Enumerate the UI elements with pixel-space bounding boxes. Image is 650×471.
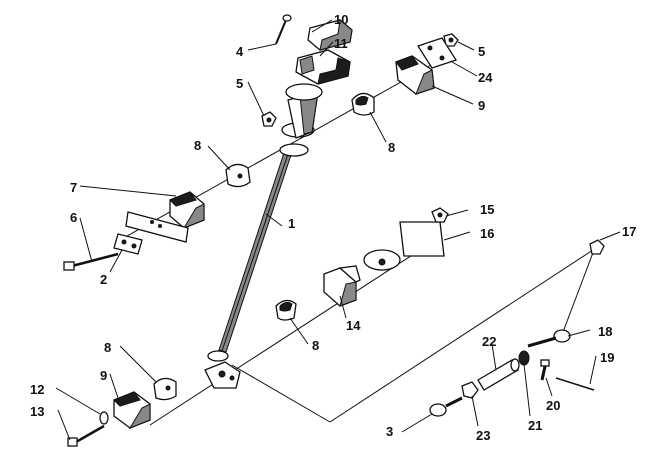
label-12: 12 xyxy=(30,382,44,397)
clamp-9-lower xyxy=(113,391,151,430)
clamp-9-upper xyxy=(395,55,435,95)
label-21: 21 xyxy=(528,418,542,433)
label-6: 6 xyxy=(70,210,77,225)
label-1: 1 xyxy=(288,216,295,231)
label-9-upper: 9 xyxy=(478,98,485,113)
label-8-lower-mid: 8 xyxy=(312,338,319,353)
label-22: 22 xyxy=(482,334,496,349)
label-18: 18 xyxy=(598,324,612,339)
leader-lines xyxy=(55,19,621,441)
adjuster-sleeve-22 xyxy=(477,358,520,391)
clamp-7 xyxy=(169,191,205,230)
label-9-lower: 9 xyxy=(100,368,107,383)
bolt-4 xyxy=(275,14,292,45)
callout-labels: 1 2 3 4 5 5 6 7 8 8 8 8 9 9 10 11 12 13 … xyxy=(30,12,636,443)
label-20: 20 xyxy=(546,398,560,413)
steering-post-shaft xyxy=(204,83,323,389)
label-15: 15 xyxy=(480,202,494,217)
nut-21 xyxy=(518,350,530,366)
label-19: 19 xyxy=(600,350,614,365)
label-17: 17 xyxy=(622,224,636,239)
label-8-lower-left: 8 xyxy=(104,340,111,355)
label-24: 24 xyxy=(478,70,493,85)
label-4: 4 xyxy=(236,44,244,59)
clamp-14 xyxy=(323,265,361,307)
plate-16 xyxy=(399,221,445,257)
label-8-upper-left: 8 xyxy=(194,138,201,153)
label-14: 14 xyxy=(346,318,361,333)
plate-24 xyxy=(417,37,457,69)
nut-23 xyxy=(461,381,479,399)
bushing-8-lower-left xyxy=(153,377,177,401)
rod-end-18 xyxy=(527,329,571,348)
bolt-13 xyxy=(67,424,105,447)
screw-19 xyxy=(555,377,595,391)
label-5-right: 5 xyxy=(478,44,485,59)
bushing-8-upper-left xyxy=(225,163,251,188)
rod-end-3 xyxy=(429,396,463,417)
upper-bracket-11 xyxy=(295,49,351,85)
label-3: 3 xyxy=(386,424,393,439)
spacer-plate xyxy=(363,249,401,271)
bushing-8-upper-right xyxy=(351,92,375,116)
label-16: 16 xyxy=(480,226,494,241)
bolt-20 xyxy=(540,359,550,381)
ball-nut-17 xyxy=(589,239,605,255)
label-11: 11 xyxy=(334,36,348,51)
label-7: 7 xyxy=(70,180,77,195)
label-2: 2 xyxy=(100,272,107,287)
label-8-upper-right: 8 xyxy=(388,140,395,155)
label-23: 23 xyxy=(476,428,490,443)
washer-12 xyxy=(99,411,109,425)
label-5-left: 5 xyxy=(236,76,243,91)
bushing-8-lower-mid xyxy=(275,299,297,321)
label-10: 10 xyxy=(334,12,348,27)
label-13: 13 xyxy=(30,404,44,419)
bolt-6 xyxy=(63,252,119,271)
strap xyxy=(125,211,189,243)
plate-2 xyxy=(113,233,143,255)
nut-15 xyxy=(431,207,449,223)
nut-5-left xyxy=(261,111,277,127)
